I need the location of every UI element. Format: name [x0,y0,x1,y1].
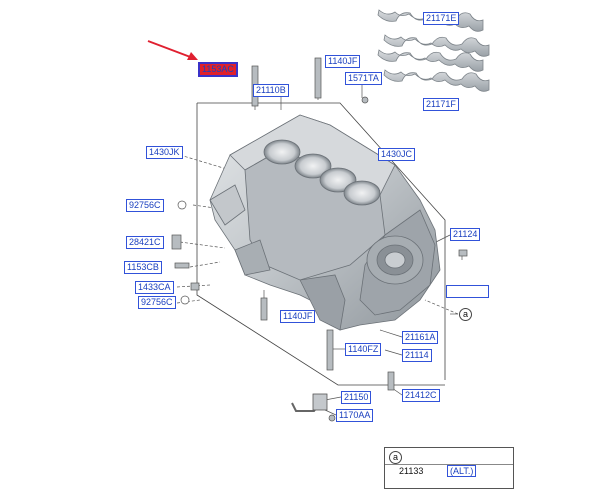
part-label-1571ta[interactable]: 1571TA [345,72,382,85]
part-label-1140jf-bottom[interactable]: 1140JF [280,310,316,323]
legend-divider [385,464,513,465]
part-label-21171f[interactable]: 21171F [423,98,459,111]
part-label-28421c[interactable]: 28421C [126,236,164,249]
part-label-1433ca[interactable]: 1433CA [135,281,174,294]
part-label-blank[interactable] [446,285,489,298]
highlight-arrow [147,40,198,60]
part-label-1170aa[interactable]: 1170AA [336,409,374,422]
oil-jet [291,393,328,412]
legend-alt-label[interactable]: (ALT.) [447,465,477,477]
part-label-21114[interactable]: 21114 [402,349,432,362]
parts-diagram: 21171E 21171F 1153AC 1140JF 1571TA 21110… [124,9,514,489]
part-label-1430jc[interactable]: 1430JC [378,148,416,161]
diagram-canvas [147,9,490,422]
part-label-21161a[interactable]: 21161A [402,331,439,344]
legend-part-number: 21133 [399,466,424,476]
part-label-21171e[interactable]: 21171E [423,12,460,25]
part-label-21150[interactable]: 21150 [341,391,372,404]
part-label-21124[interactable]: 21124 [450,228,481,241]
part-label-1430jk[interactable]: 1430JK [146,146,183,159]
alternate-part-legend: a 21133 (ALT.) [384,447,514,489]
part-label-1153ac-highlighted[interactable]: 1153AC [198,62,238,77]
cylinder-block [209,114,441,331]
part-label-21412c[interactable]: 21412C [402,389,440,402]
callout-marker-a[interactable]: a [459,308,472,321]
bearing-shells-lower [377,49,490,92]
part-label-92756c-b[interactable]: 92756C [138,296,176,309]
part-label-1153cb[interactable]: 1153CB [124,261,162,274]
part-label-92756c-a[interactable]: 92756C [126,199,164,212]
part-label-21110b[interactable]: 21110B [253,84,289,97]
part-label-1140jf-top[interactable]: 1140JF [325,55,361,68]
legend-marker: a [389,451,402,464]
part-label-1140fz[interactable]: 1140FZ [345,343,382,356]
